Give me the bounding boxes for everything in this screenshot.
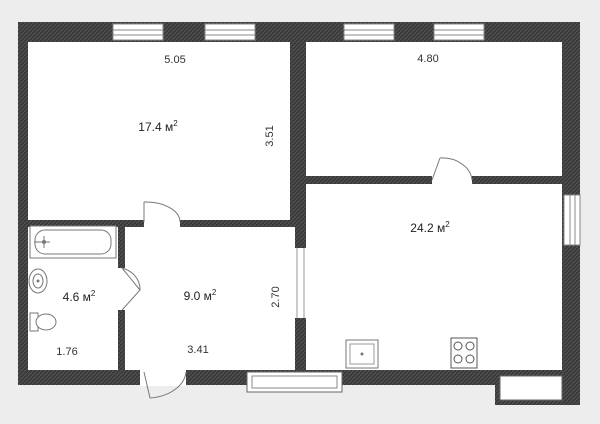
window-bottom-left xyxy=(246,371,343,393)
stove-icon xyxy=(450,337,478,369)
door-entrance xyxy=(140,369,187,399)
room-top-right-width: 4.80 xyxy=(417,53,438,65)
bathroom-width: 1.76 xyxy=(56,346,77,358)
window-right xyxy=(563,194,581,246)
toilet-icon xyxy=(29,312,57,332)
door-bathroom xyxy=(117,267,141,311)
hall-height: 2.70 xyxy=(270,286,282,307)
room-top-left-width: 5.05 xyxy=(164,54,185,66)
hall-width: 3.41 xyxy=(187,344,208,356)
door-top-right-room xyxy=(431,157,473,185)
window-top-1 xyxy=(112,23,164,41)
room-top-right-floor xyxy=(306,42,562,176)
labels: 5.05 17.4 м2 3.51 4.80 24.2 м2 4.6 м2 1.… xyxy=(56,53,450,358)
sink-icon xyxy=(28,268,48,294)
window-top-2 xyxy=(204,23,256,41)
room-top-left-floor xyxy=(28,42,290,220)
room-floors xyxy=(28,42,562,370)
room-right-area: 24.2 м2 xyxy=(410,220,450,235)
window-top-3 xyxy=(343,23,395,41)
room-top-left-area: 17.4 м2 xyxy=(138,119,178,134)
kitchen-sink-icon xyxy=(345,339,379,369)
wall-left xyxy=(18,22,28,385)
wall-vertical-center xyxy=(290,42,306,227)
windows xyxy=(112,23,581,401)
window-top-4 xyxy=(433,23,485,41)
bathtub-icon xyxy=(29,225,117,259)
room-top-left-height: 3.51 xyxy=(264,125,276,146)
wall-top xyxy=(18,22,580,42)
doors xyxy=(117,157,473,399)
door-top-left-room xyxy=(143,201,181,228)
bathroom-area: 4.6 м2 xyxy=(63,289,96,304)
window-bottom-right xyxy=(499,375,563,401)
opening-hall-kitchen xyxy=(294,248,307,318)
room-right-floor xyxy=(306,184,562,370)
hall-floor xyxy=(125,227,295,370)
hall-area: 9.0 м2 xyxy=(184,288,217,303)
